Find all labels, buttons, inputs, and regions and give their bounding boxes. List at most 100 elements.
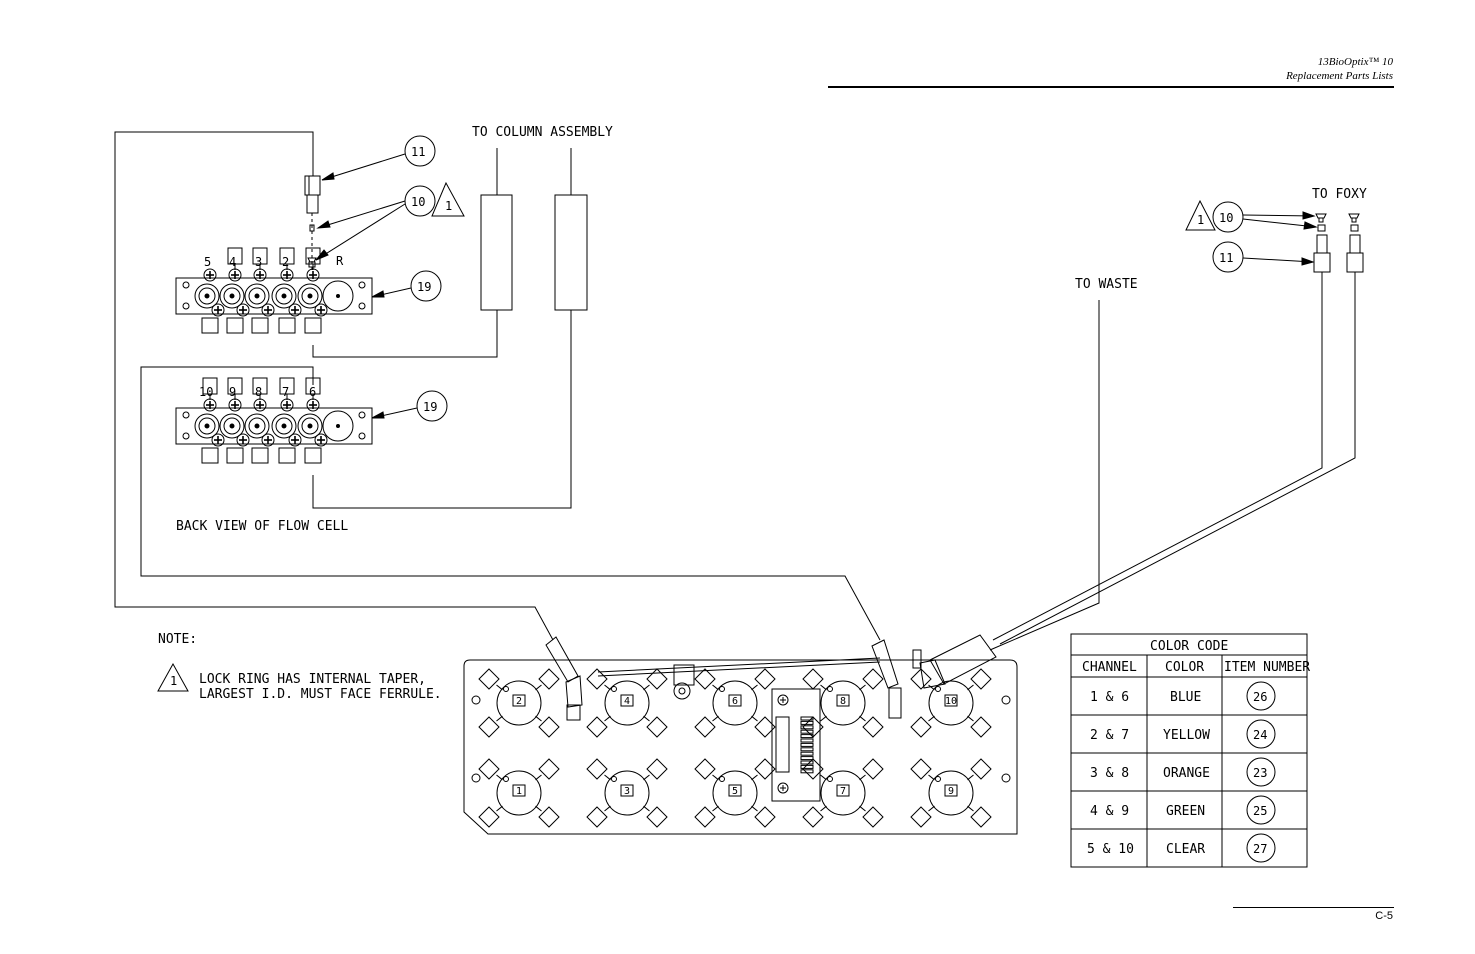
column-assembly	[480, 194, 588, 311]
channel-unit: 7	[802, 758, 884, 828]
color-table-title: COLOR CODE	[1150, 639, 1228, 654]
port-label-2: 2	[282, 255, 289, 269]
table-row-color: GREEN	[1166, 804, 1205, 819]
outlet-tab	[226, 317, 244, 334]
note-line-1: LOCK RING HAS INTERNAL TAPER,	[199, 672, 426, 687]
callout-19-top	[371, 270, 442, 302]
connector-pin	[800, 769, 814, 774]
callout-11-left-number: 11	[411, 145, 425, 159]
connector-pin	[800, 725, 814, 730]
channel-unit: 2	[478, 668, 560, 738]
connector-pin	[800, 716, 814, 721]
outlet-tab	[251, 317, 269, 334]
top-flow-block	[175, 247, 373, 334]
port-label-8: 8	[255, 385, 262, 399]
outlet-tab	[278, 317, 296, 334]
warning-left-number: 1	[445, 199, 452, 213]
top-fitting	[304, 175, 321, 270]
back-view-label: BACK VIEW OF FLOW CELL	[176, 519, 348, 534]
connector-pin	[800, 734, 814, 739]
header-rule	[828, 86, 1394, 88]
header-subtitle: Replacement Parts Lists	[1286, 70, 1393, 82]
channel-number: 9	[948, 786, 954, 797]
callout-19-top-number: 19	[417, 280, 431, 294]
channel-number: 2	[516, 696, 522, 707]
channel-unit: 10	[910, 668, 992, 738]
foxy-fittings	[1313, 213, 1364, 273]
tubing-lines	[114, 131, 1356, 677]
table-row-item: 24	[1253, 728, 1267, 742]
channel-number: 10	[945, 696, 957, 707]
connector-pin	[800, 720, 814, 725]
bottom-flow-block	[175, 377, 373, 464]
outlet-tab	[226, 447, 244, 464]
outlet-tab	[304, 447, 322, 464]
page-number: C-5	[1375, 910, 1393, 922]
table-row-item: 26	[1253, 690, 1267, 704]
table-row-color: ORANGE	[1163, 766, 1210, 781]
table-row-color: YELLOW	[1163, 728, 1210, 743]
channel-number: 8	[840, 696, 846, 707]
to-column-assembly-label: TO COLUMN ASSEMBLY	[472, 125, 613, 140]
callout-19-bottom	[371, 390, 448, 422]
table-row-item: 27	[1253, 842, 1267, 856]
warning-triangle-left-icon	[431, 181, 465, 217]
port-label-7: 7	[282, 385, 289, 399]
port-label-9: 9	[229, 385, 236, 399]
table-row-channel: 4 & 9	[1090, 804, 1129, 819]
warning-triangle-right-icon	[1185, 199, 1216, 231]
port-label-6: 6	[309, 385, 316, 399]
warning-note-number: 1	[170, 674, 177, 688]
outlet-tab	[251, 447, 269, 464]
connector-pin	[800, 738, 814, 743]
table-row-channel: 5 & 10	[1087, 842, 1134, 857]
connector-pin	[800, 764, 814, 769]
callout-10-right-number: 10	[1219, 211, 1233, 225]
callout-11-left	[321, 135, 436, 181]
center-connector	[771, 688, 821, 802]
outlet-tab	[201, 447, 219, 464]
panel-fittings	[545, 634, 997, 721]
table-row-item: 25	[1253, 804, 1267, 818]
color-table-header-item: ITEM NUMBER	[1224, 660, 1310, 675]
callout-11-right-number: 11	[1219, 251, 1233, 265]
channel-unit: 5	[694, 758, 776, 828]
channel-unit: 9	[910, 758, 992, 828]
channel-number: 1	[516, 786, 522, 797]
channel-number: 5	[732, 786, 738, 797]
warning-right-number: 1	[1197, 213, 1204, 227]
channel-number: 7	[840, 786, 846, 797]
channel-number: 6	[732, 696, 738, 707]
table-row-channel: 1 & 6	[1090, 690, 1129, 705]
channel-unit: 8	[802, 668, 884, 738]
port-label-3: 3	[255, 255, 262, 269]
color-table-header-color: COLOR	[1165, 660, 1204, 675]
connector-pin	[800, 756, 814, 761]
note-title: NOTE:	[158, 632, 197, 647]
to-foxy-label: TO FOXY	[1312, 187, 1367, 202]
callout-10-right	[1212, 201, 1318, 233]
color-code-table	[1070, 633, 1308, 868]
channel-unit: 3	[586, 758, 668, 828]
port-label-r: R	[336, 254, 344, 268]
note-line-2: LARGEST I.D. MUST FACE FERRULE.	[199, 687, 442, 702]
connector-pin	[800, 751, 814, 756]
outlet-tab	[304, 317, 322, 334]
channel-unit: 6	[694, 668, 776, 738]
port-label-10: 10	[199, 385, 213, 399]
channel-unit: 1	[478, 758, 560, 828]
port-label-5: 5	[204, 255, 211, 269]
table-row-channel: 2 & 7	[1090, 728, 1129, 743]
callout-11-right	[1212, 241, 1315, 273]
color-table-header-channel: CHANNEL	[1082, 660, 1137, 675]
warning-triangle-note-icon	[157, 662, 189, 692]
to-waste-label: TO WASTE	[1075, 277, 1138, 292]
channel-number: 3	[624, 786, 630, 797]
connector-pin	[800, 742, 814, 747]
table-row-color: BLUE	[1170, 690, 1201, 705]
outlet-tab	[278, 447, 296, 464]
table-row-color: CLEAR	[1166, 842, 1205, 857]
table-row-item: 23	[1253, 766, 1267, 780]
connector-pin	[800, 747, 814, 752]
